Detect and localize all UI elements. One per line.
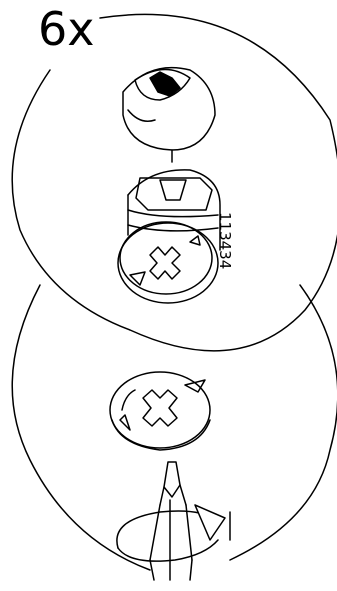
part-number-label: 113434 xyxy=(208,212,268,272)
cam-lock-fitting-icon xyxy=(123,68,215,162)
screwdriver-icon xyxy=(150,462,192,580)
cam-lock-body-icon xyxy=(118,170,220,303)
rotate-clockwise-arrow-icon xyxy=(117,505,230,561)
quantity-label: 6x xyxy=(38,6,95,52)
detail-circle-bottom-right xyxy=(230,285,337,560)
cam-screwhead-icon xyxy=(110,372,210,450)
detail-circle-top xyxy=(12,14,337,350)
